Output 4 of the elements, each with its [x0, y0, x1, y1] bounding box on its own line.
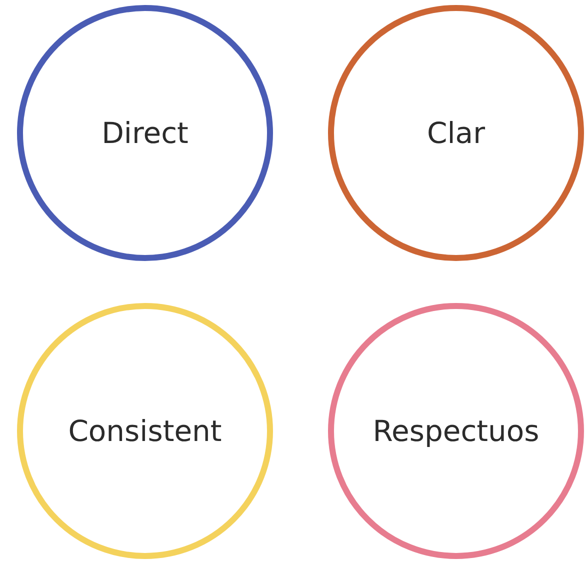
node-label: Clar: [427, 116, 485, 150]
node-label: Direct: [102, 116, 188, 150]
node-label: Consistent: [68, 414, 222, 448]
node-label: Respectuos: [372, 414, 540, 448]
